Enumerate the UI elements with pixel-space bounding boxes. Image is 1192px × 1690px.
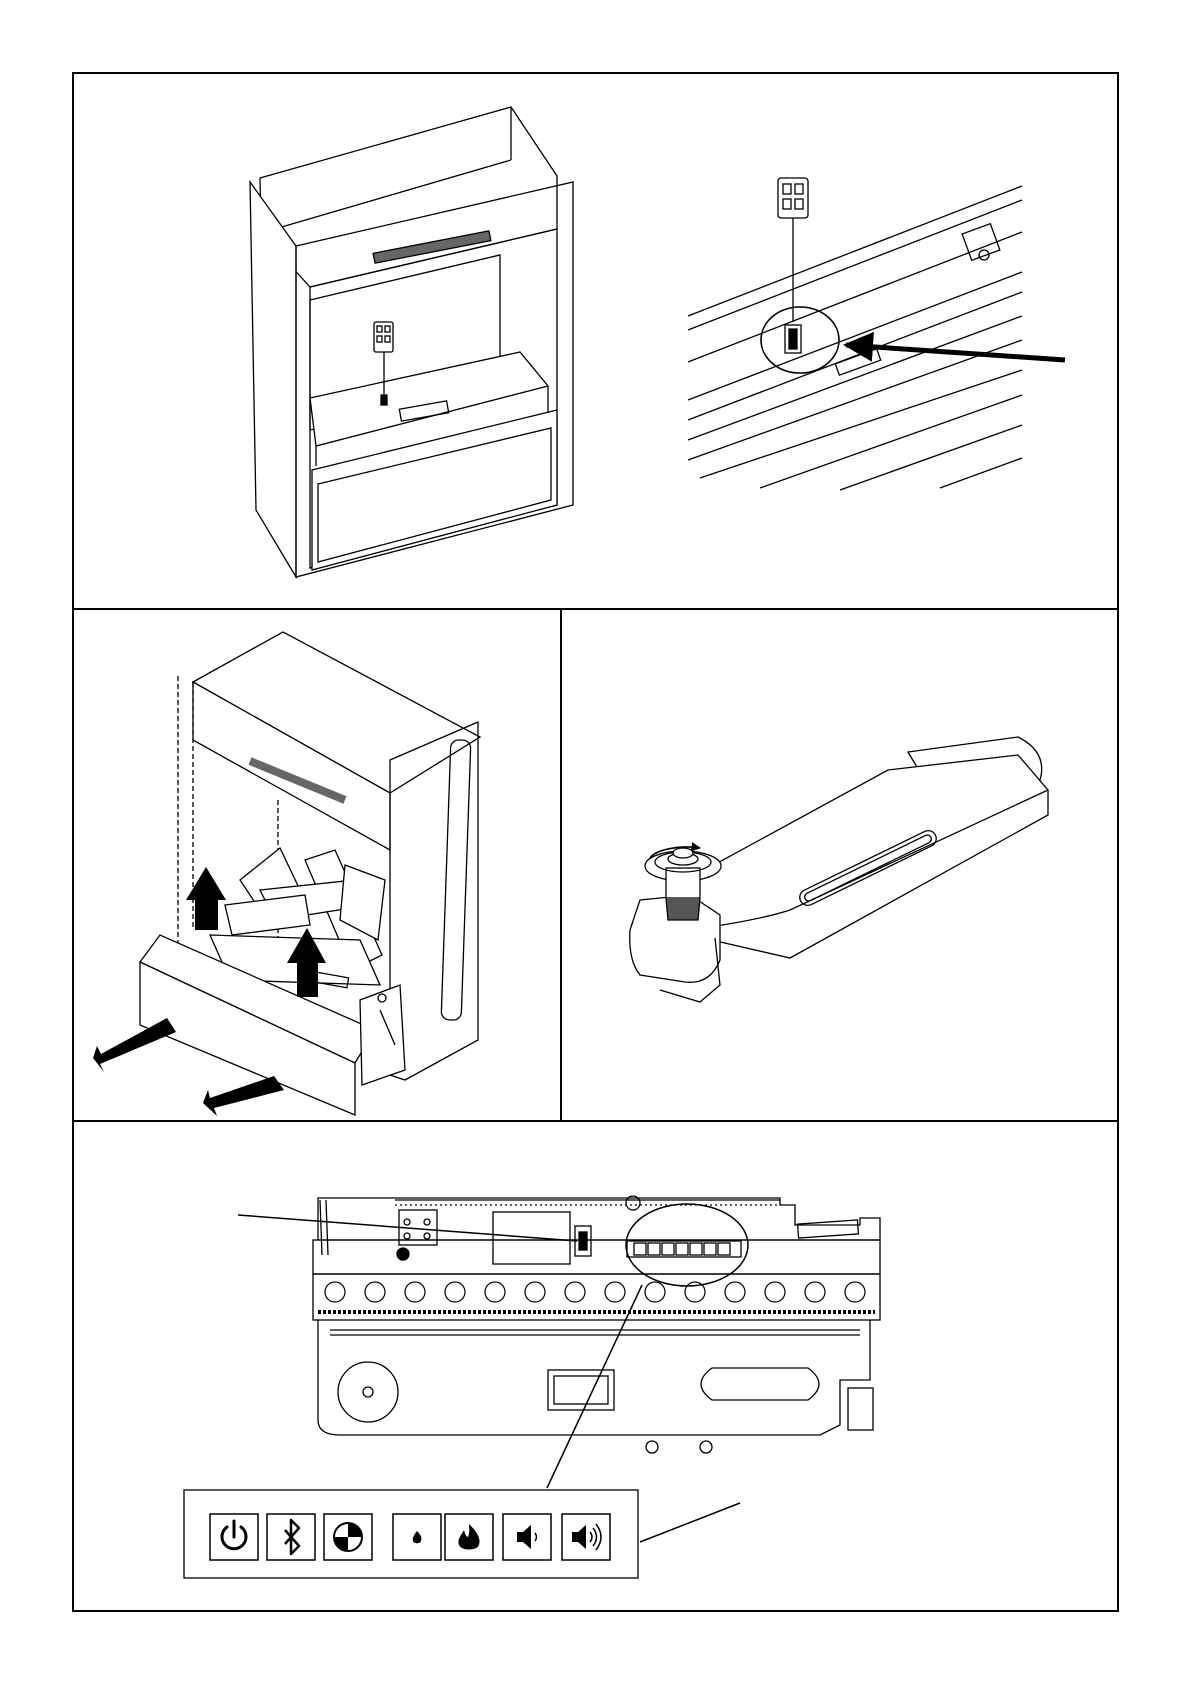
bluetooth-button[interactable] — [267, 1514, 315, 1560]
panel-1-fireplace-insert — [250, 107, 573, 577]
flame-color-icon — [334, 1523, 362, 1551]
flame-color-button[interactable] — [324, 1514, 372, 1560]
panel-1-connector-detail — [688, 178, 1065, 490]
volume-down-button[interactable] — [503, 1514, 551, 1560]
figure-frame — [73, 73, 1118, 1611]
flame-high-button[interactable] — [445, 1514, 493, 1560]
power-button[interactable] — [210, 1514, 258, 1560]
panel-3-water-tank — [630, 737, 1048, 1002]
flame-low-button[interactable] — [393, 1514, 441, 1560]
panel-4-burner-topview — [313, 1196, 880, 1453]
mini-button-row — [634, 1243, 730, 1255]
volume-up-button[interactable] — [562, 1514, 610, 1560]
nozzle-row — [325, 1282, 865, 1302]
panel-2-log-removal — [140, 632, 480, 1115]
